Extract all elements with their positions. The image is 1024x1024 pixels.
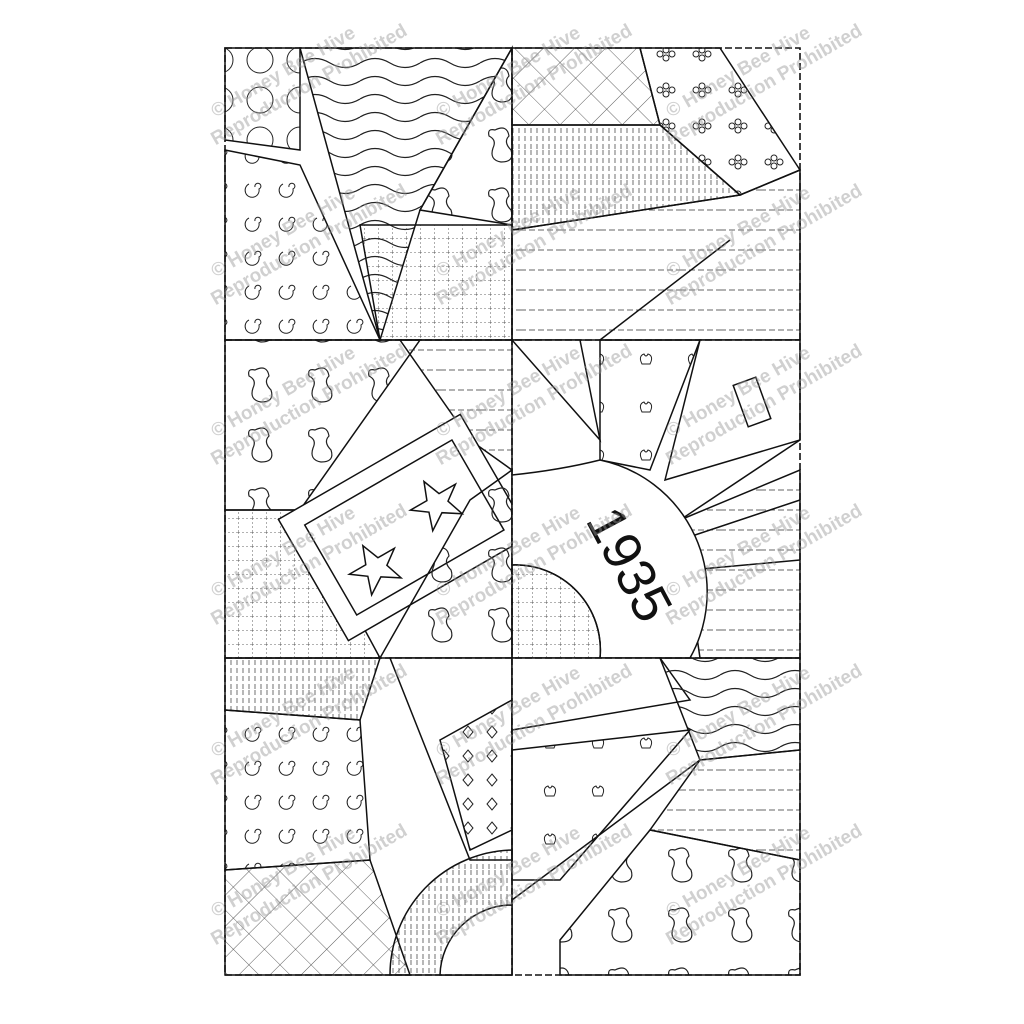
star-icon xyxy=(346,543,404,598)
diagonal-patch-bottom xyxy=(224,859,412,976)
tulip-patch xyxy=(511,729,692,881)
block-seams xyxy=(224,47,801,976)
spiral-patch-bottom xyxy=(224,709,371,871)
small-rectangle xyxy=(732,376,772,428)
grid-patch xyxy=(359,224,513,341)
sun-center-grid xyxy=(511,564,602,659)
polka-dot-patch xyxy=(224,47,301,151)
wave-patch-bottom xyxy=(658,657,801,761)
star-icon xyxy=(408,479,465,533)
diagonal-grid-patch xyxy=(511,47,661,126)
star-rectangle xyxy=(277,413,532,642)
stripe-patch-bottom xyxy=(224,657,382,721)
